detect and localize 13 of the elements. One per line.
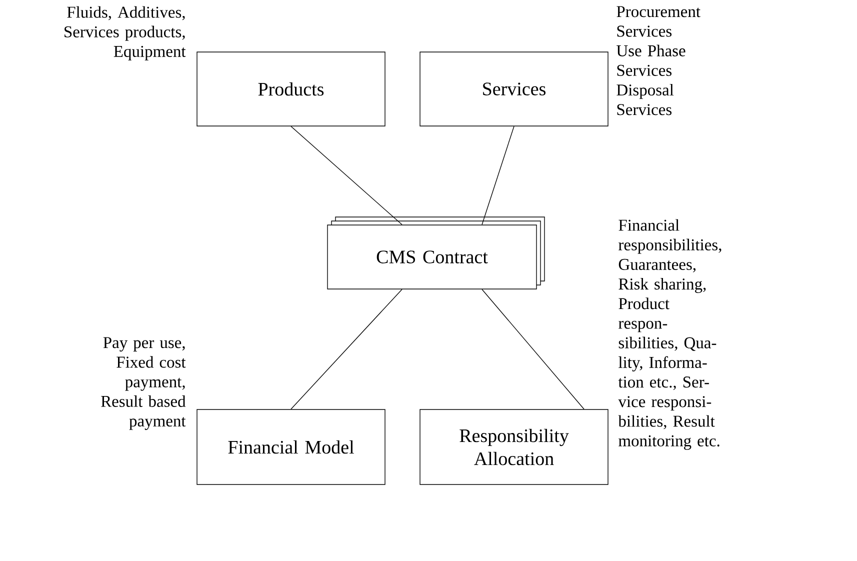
connector-line — [290, 126, 402, 225]
side-note: Financial responsibilities, Guarantees, Risk sharing, Product respon- sibilities, Qua- lity, Informa- tion etc., Ser- vice responsi- bilities, Result monitoring etc. — [618, 219, 722, 450]
process-box: Financial Model — [196, 409, 386, 485]
side-note: Pay per use, Fixed cost payment, Result based payment — [101, 337, 186, 430]
process-box: Responsibility Allocation — [420, 409, 608, 485]
process-box: Services — [420, 52, 608, 126]
connector-line — [482, 126, 514, 225]
connector-line — [290, 289, 402, 410]
process-box: Products — [196, 52, 386, 126]
connector-line — [482, 289, 584, 410]
side-note: Procurement Services Use Phase Services Disposal Services — [616, 6, 700, 116]
stacked-contract-box: CMS Contract — [327, 216, 545, 290]
side-note: Fluids, Additives, Services products, Equipment — [64, 6, 186, 60]
